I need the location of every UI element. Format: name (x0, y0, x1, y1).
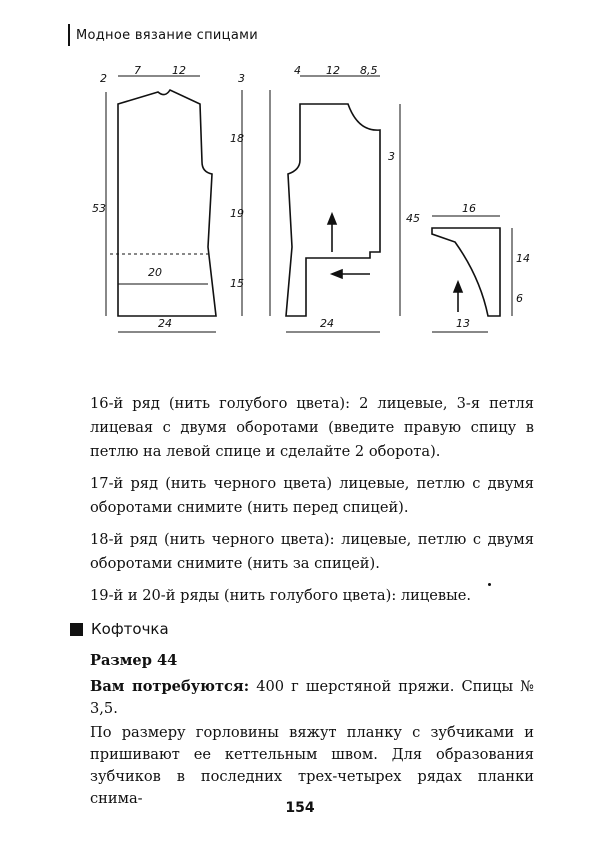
label-24a: 24 (158, 317, 172, 330)
materials-label: Вам потребуются: (90, 678, 250, 695)
square-bullet-icon (70, 622, 83, 636)
row-16-paragraph: 16-й ряд (нить голубого цвета): 2 лицевы… (90, 395, 534, 460)
front-piece-outline (285, 103, 381, 317)
label-53: 53 (92, 202, 106, 215)
instruction-paragraph: По размеру горловины вяжут планку с зубч… (90, 724, 534, 807)
end-mark (488, 583, 491, 586)
label-14: 14 (516, 252, 530, 265)
label-18: 18 (230, 132, 244, 145)
label-3b: 3 (388, 150, 395, 163)
header-rule (68, 24, 70, 46)
running-header: Модное вязание спицами (68, 22, 258, 48)
label-3a: 3 (238, 72, 245, 85)
label-20: 20 (148, 266, 162, 279)
label-7: 7 (134, 64, 141, 77)
label-8-5: 8,5 (360, 64, 378, 77)
knitting-instructions: 16-й ряд (нить голубого цвета): 2 лицевы… (90, 392, 534, 616)
label-19: 19 (230, 207, 244, 220)
label-12a: 12 (172, 64, 186, 77)
size-line: Размер 44 (90, 652, 178, 669)
label-24b: 24 (320, 317, 334, 330)
label-15: 15 (230, 277, 244, 290)
sleeve-outline (431, 227, 501, 317)
label-2: 2 (100, 72, 107, 85)
running-title: Модное вязание спицами (76, 27, 258, 43)
materials-text: 400 г шерстяной пряжи. Спицы № 3,5. (90, 678, 534, 717)
row-17-paragraph: 17-й ряд (нить черного цвета) лицевые, п… (90, 475, 534, 516)
back-piece-outline (117, 88, 217, 317)
label-6: 6 (516, 292, 523, 305)
row-19-20-paragraph: 19-й и 20-й ряды (нить голубого цвета): … (90, 587, 472, 604)
label-45: 45 (406, 212, 420, 225)
label-12b: 12 (326, 64, 340, 77)
label-13: 13 (456, 317, 470, 330)
label-16: 16 (462, 202, 476, 215)
label-4: 4 (294, 64, 301, 77)
pattern-schematic: 2 7 12 3 4 12 8,5 53 18 19 15 20 24 45 3… (92, 64, 530, 333)
section-heading: Кофточка (70, 620, 169, 638)
row-18-paragraph: 18-й ряд (нить черного цвета): лицевые, … (90, 531, 534, 572)
section-title: Кофточка (91, 620, 169, 638)
pattern-diagram: 2 7 12 3 4 12 8,5 53 18 19 15 20 24 45 3… (70, 62, 540, 352)
page-number: 154 (285, 800, 315, 816)
materials-paragraph: Вам потребуются: 400 г шерстяной пряжи. … (90, 676, 534, 720)
